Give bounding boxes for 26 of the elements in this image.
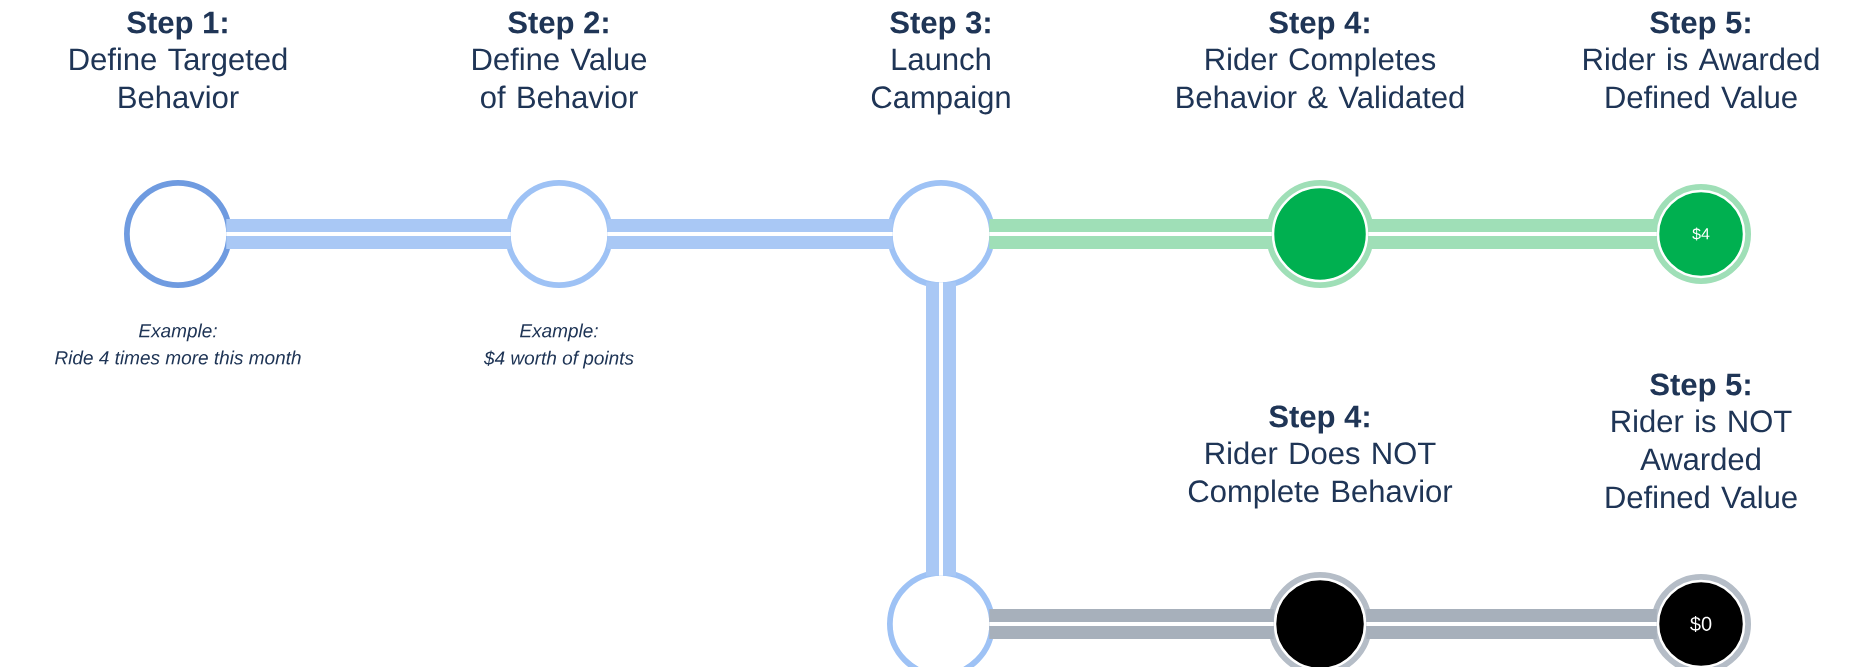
step-heading: Step 5:	[1650, 373, 1750, 402]
step-heading: Step 1:	[127, 11, 227, 40]
step-title: Rider Completes Behavior & Validated	[1177, 47, 1464, 109]
step-heading: Step 2:	[508, 11, 608, 40]
step-heading: Step 5:	[1650, 11, 1750, 40]
connector-line	[607, 219, 893, 249]
connector-line	[989, 219, 1272, 249]
step-title: Launch Campaign	[871, 47, 1010, 115]
connector-line	[1366, 609, 1657, 639]
connector-line	[1368, 219, 1657, 249]
step-title: Rider is NOT Awarded Defined Value	[1606, 409, 1797, 509]
connector-line	[226, 219, 511, 249]
example-note: $4 worth of points	[483, 350, 634, 369]
example-note: Example:	[520, 323, 598, 342]
step-title: Rider is Awarded Defined Value	[1584, 47, 1819, 109]
example-note: Example:	[139, 323, 217, 342]
step-heading: Step 4:	[1269, 11, 1369, 40]
step-title: Define Targeted Behavior	[70, 47, 287, 109]
connector-line	[926, 282, 956, 576]
step-heading: Step 4:	[1269, 405, 1369, 434]
step-heading: Step 3:	[890, 11, 990, 40]
step-title: Define Value of Behavior	[473, 47, 647, 109]
step-title: Rider Does NOT Complete Behavior	[1188, 441, 1453, 509]
example-note: Ride 4 times more this month	[55, 350, 301, 365]
connector-line	[989, 609, 1274, 639]
step-circle	[887, 570, 995, 667]
